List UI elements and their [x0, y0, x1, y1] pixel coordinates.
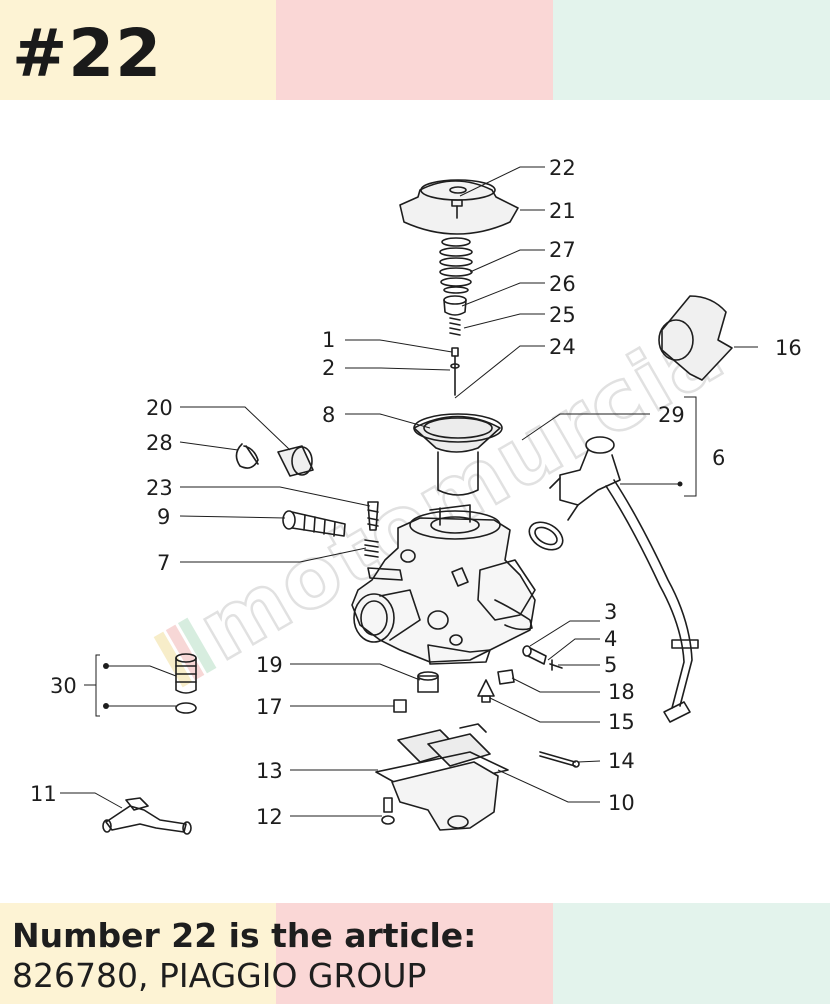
pilot-jet: [393, 699, 407, 713]
jet-needle: [450, 347, 460, 396]
idle-screw: [282, 510, 346, 537]
cover-screw: [451, 199, 463, 219]
piston-valve: [413, 413, 503, 496]
callout-19: 19: [256, 653, 283, 677]
callout-labels: 22 21 27 26 25 24 1 2 8 20 28 23 9 7 29 …: [30, 156, 802, 829]
callout-23: 23: [146, 476, 173, 500]
needle-spring: [449, 317, 461, 336]
callout-21: 21: [549, 199, 576, 223]
return-spring: [439, 237, 473, 294]
float-needle: [477, 679, 495, 703]
callout-6: 6: [712, 446, 725, 470]
callout-5: 5: [604, 653, 617, 677]
carburetor-exploded-diagram: motomurcia: [30, 156, 802, 835]
callout-20: 20: [146, 396, 173, 420]
band-color-yellow: [0, 903, 276, 1004]
footer-band: [0, 903, 830, 1004]
callout-1: 1: [322, 328, 335, 352]
enrichener-filter: [175, 653, 197, 714]
callout-16: 16: [775, 336, 802, 360]
callout-22: 22: [549, 156, 576, 180]
carburetor-body: [351, 504, 536, 665]
needle-spacer: [443, 295, 467, 316]
callout-24: 24: [549, 335, 576, 359]
band-color-yellow: [0, 0, 276, 100]
callout-18: 18: [608, 680, 635, 704]
callout-25: 25: [549, 303, 576, 327]
diaphragm-cover: [399, 179, 519, 235]
callout-26: 26: [549, 272, 576, 296]
callout-7: 7: [157, 551, 170, 575]
screw-spring: [364, 539, 379, 558]
callout-28: 28: [146, 431, 173, 455]
callout-27: 27: [549, 238, 576, 262]
callout-9: 9: [157, 505, 170, 529]
band-color-pink: [276, 903, 553, 1004]
article-value: 826780, PIAGGIO GROUP: [12, 956, 427, 995]
choke-gasket: [528, 521, 564, 551]
adjust-screw-set: [522, 645, 563, 671]
bowl-screw: [381, 797, 395, 825]
float: [397, 723, 491, 767]
callout-29: 29: [658, 403, 685, 427]
choke-assembly: [549, 436, 699, 723]
float-bowl: [391, 761, 499, 831]
callout-10: 10: [608, 791, 635, 815]
drain-fitting: [102, 797, 192, 835]
emulsion-tube: [417, 671, 439, 693]
band-color-green: [553, 0, 830, 100]
callout-14: 14: [608, 749, 635, 773]
float-pin: [539, 751, 580, 768]
callout-17: 17: [256, 695, 283, 719]
callout-11: 11: [30, 782, 57, 806]
main-jet: [497, 669, 515, 685]
callout-3: 3: [604, 600, 617, 624]
callout-4: 4: [604, 627, 617, 651]
intake-sleeve: [658, 295, 733, 381]
band-color-green: [553, 903, 830, 1004]
leader-lines: [60, 166, 758, 817]
band-color-pink: [276, 0, 553, 100]
callout-30: 30: [50, 674, 77, 698]
callout-12: 12: [256, 805, 283, 829]
rubber-cap: [277, 445, 314, 477]
callout-13: 13: [256, 759, 283, 783]
callout-15: 15: [608, 710, 635, 734]
callout-8: 8: [322, 403, 335, 427]
callout-2: 2: [322, 356, 335, 380]
leader-dots: [103, 481, 683, 709]
article-heading: Number 22 is the article:: [12, 916, 477, 955]
header-band: [0, 0, 830, 100]
mixture-screw: [367, 501, 379, 531]
page-number: #22: [12, 15, 163, 92]
hose-clip: [235, 443, 259, 469]
